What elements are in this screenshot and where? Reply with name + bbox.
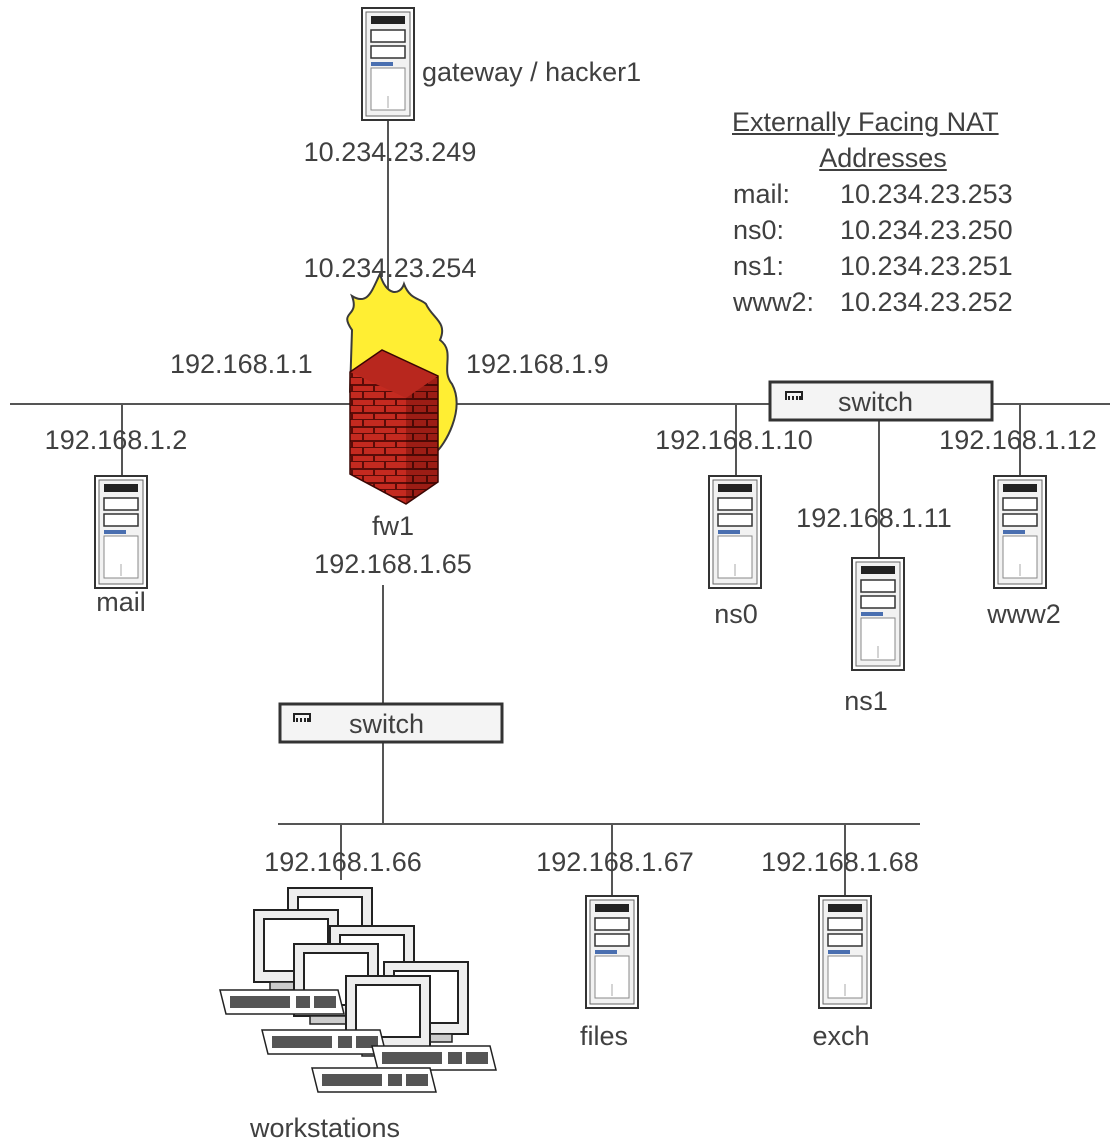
nat-row-ip: 10.234.23.252 [840, 287, 1013, 317]
nat-title-line1: Externally Facing NAT [732, 107, 999, 137]
ns0-server-icon [708, 475, 762, 589]
internal-switch [278, 702, 504, 744]
ns0-name-label: ns0 [714, 599, 758, 629]
workstations-ip-label: 192.168.1.66 [264, 847, 422, 877]
dmz-switch [768, 380, 994, 422]
firewall-icon [346, 271, 458, 505]
fw-internal-ip-label: 192.168.1.65 [314, 549, 472, 579]
gateway-ip-label: 10.234.23.249 [303, 137, 477, 167]
firewall-name-label: fw1 [371, 511, 415, 541]
fw-external-ip-label: 10.234.23.254 [303, 253, 477, 283]
nat-row-host: www2: [733, 287, 815, 317]
mail-server-icon [94, 475, 148, 589]
fw-right-ip-label: 192.168.1.9 [466, 349, 609, 379]
gateway-server-icon [361, 7, 415, 121]
exch-name-label: exch [812, 1021, 870, 1051]
gateway-label: gateway / hacker1 [422, 57, 642, 87]
mail-name-label: mail [96, 587, 146, 617]
nat-row-host: ns1: [733, 251, 785, 281]
mail-ip-label: 192.168.1.2 [44, 425, 188, 455]
fw-left-ip-label: 192.168.1.1 [170, 349, 313, 379]
files-ip-label: 192.168.1.67 [536, 847, 694, 877]
www2-server-icon [993, 475, 1047, 589]
exch-server-icon [818, 895, 872, 1009]
nat-row-ip: 10.234.23.251 [840, 251, 1013, 281]
www2-ip-label: 192.168.1.12 [939, 425, 1097, 455]
workstations-icon [219, 887, 497, 1093]
nat-row-host: mail: [733, 179, 791, 209]
ns1-name-label: ns1 [844, 686, 888, 716]
ns1-ip-label: 192.168.1.11 [796, 503, 952, 533]
nat-row-host: ns0: [733, 215, 785, 245]
dmz-switch-label: switch [838, 387, 914, 417]
nat-title-line2: Addresses [819, 143, 947, 173]
nat-row-ip: 10.234.23.250 [840, 215, 1013, 245]
files-server-icon [585, 895, 639, 1009]
www2-name-label: www2 [987, 599, 1061, 629]
files-name-label: files [579, 1021, 629, 1051]
ns1-server-icon [851, 557, 905, 671]
exch-ip-label: 192.168.1.68 [761, 847, 919, 877]
workstations-name-label: workstations [249, 1113, 401, 1143]
internal-switch-label: switch [349, 709, 425, 739]
ns0-ip-label: 192.168.1.10 [655, 425, 813, 455]
nat-row-ip: 10.234.23.253 [840, 179, 1013, 209]
